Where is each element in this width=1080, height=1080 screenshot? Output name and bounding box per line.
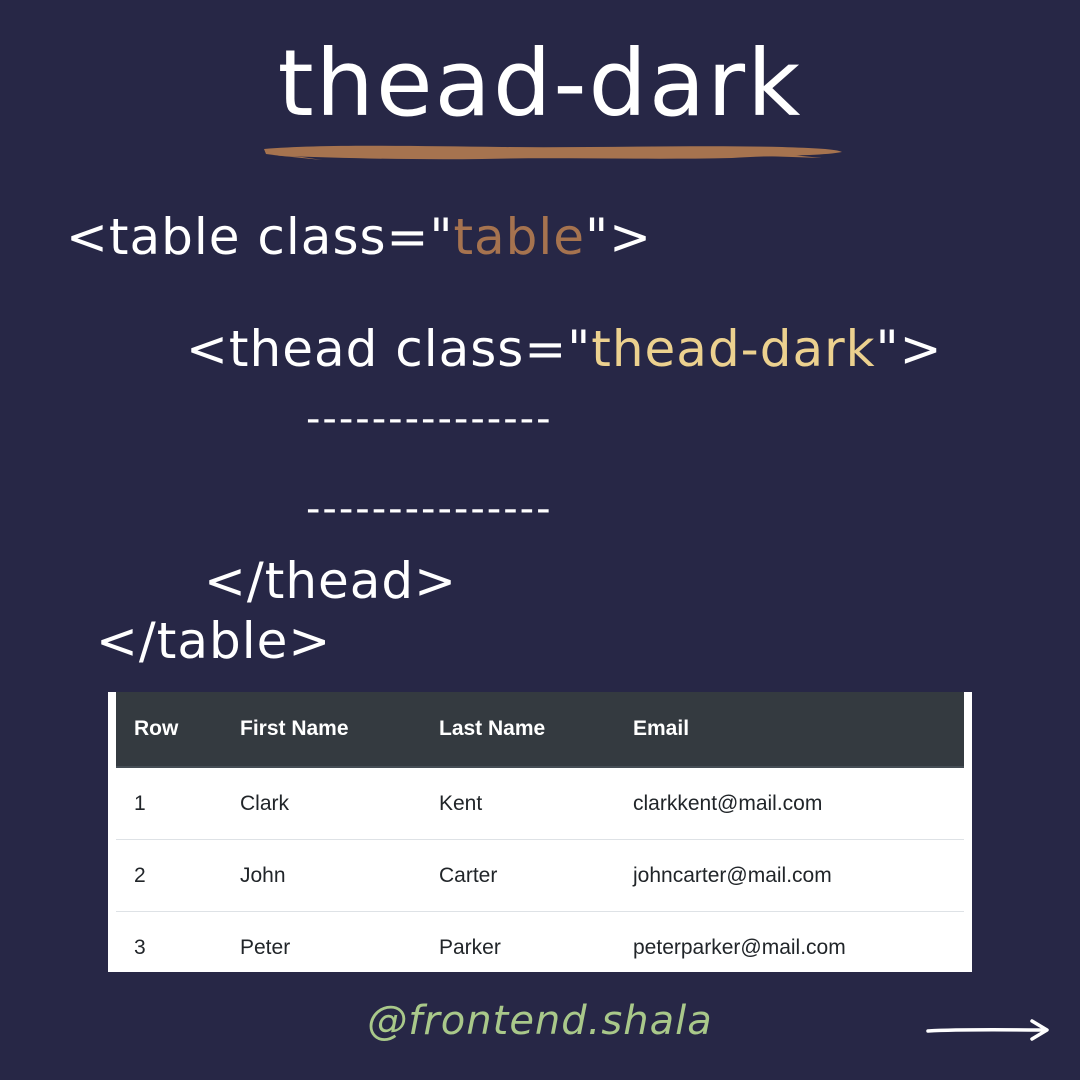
table-body: 1 Clark Kent clarkkent@mail.com 2 John C… [116,767,964,972]
table-row: 1 Clark Kent clarkkent@mail.com [116,767,964,840]
cell-last-name: Parker [421,911,615,972]
table-header-row: Row First Name Last Name Email [116,692,964,768]
table-row: 2 John Carter johncarter@mail.com [116,839,964,912]
code-table-open: <table class="table"> [66,208,652,266]
header-email: Email [615,692,964,768]
code-table-class-value: table [453,208,586,266]
table-preview-card: Row First Name Last Name Email 1 Clark K… [108,692,972,972]
table-row: 3 Peter Parker peterparker@mail.com [116,911,964,972]
code-thead-open-suffix: "> [875,320,943,378]
code-thead-open: <thead class="thead-dark"> [186,320,943,378]
cell-row: 2 [116,839,222,912]
code-thead-open-prefix: <thead class=" [186,320,592,378]
cell-row: 3 [116,911,222,972]
cell-email: clarkkent@mail.com [633,791,823,815]
author-handle: @frontend.shala [367,998,713,1044]
header-first-name: First Name [222,692,421,768]
header-row: Row [116,692,222,768]
cell-first-name: John [222,839,421,912]
cell-email: johncarter@mail.com [615,839,964,912]
page-title: thead-dark [277,30,803,137]
cell-last-name: Carter [421,839,615,912]
header-last-name: Last Name [421,692,615,768]
code-placeholder-dashes-2: --------------- [306,486,553,532]
code-table-open-prefix: <table class=" [66,208,454,266]
cell-first-name: Clark [240,791,290,815]
table-head: Row First Name Last Name Email [116,692,964,768]
cell-first-name: Peter [222,911,421,972]
code-placeholder-dashes-1: --------------- [306,396,553,442]
example-table: Row First Name Last Name Email 1 Clark K… [116,692,964,972]
cell-row: 1 [134,791,146,815]
brush-underline [264,145,842,160]
code-thead-close: </thead> [204,552,458,610]
cell-email: peterparker@mail.com [615,911,964,972]
code-table-close: </table> [96,612,332,670]
code-table-open-suffix: "> [585,208,652,266]
right-arrow-icon[interactable] [926,1018,1052,1042]
cell-last-name: Kent [439,791,483,815]
code-thead-class-value: thead-dark [591,320,876,378]
